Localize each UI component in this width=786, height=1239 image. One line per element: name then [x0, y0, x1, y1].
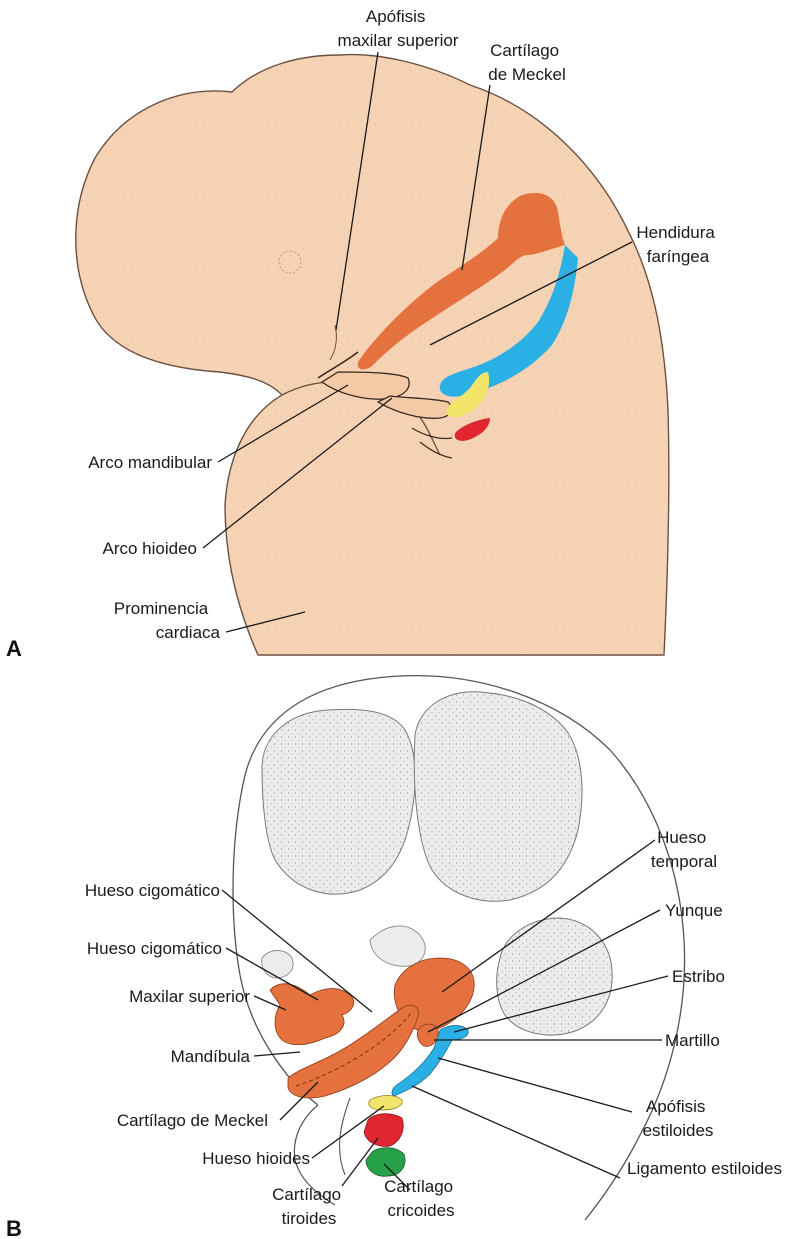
- label-cartilago-tiroides: Cartílago tiroides: [272, 1185, 346, 1228]
- zygomatic-maxilla-bone: [270, 984, 354, 1045]
- label-martillo: Martillo: [665, 1031, 720, 1050]
- panel-a: A Apófisis maxilar superior Cartílago de…: [6, 7, 720, 661]
- label-cartilago-meckel-b: Cartílago de Meckel: [117, 1111, 268, 1130]
- label-arco-hioideo: Arco hioideo: [102, 539, 197, 558]
- label-apofisis-estiloides: Apófisis estiloides: [643, 1097, 714, 1140]
- panel-letter-a: A: [6, 636, 22, 661]
- label-mandibula: Mandíbula: [171, 1047, 251, 1066]
- thyroid-cartilage: [364, 1114, 403, 1147]
- label-prominencia-cardiaca: Prominencia cardiaca: [114, 599, 221, 642]
- panel-letter-b: B: [6, 1216, 22, 1239]
- panel-b: B Hueso temporal Hueso cigomático Yunque…: [6, 676, 782, 1239]
- label-hueso-cigomatico-2: Hueso cigomático: [87, 939, 222, 958]
- hyoid-bone: [369, 1096, 403, 1111]
- label-cartilago-cricoides: Cartílago cricoides: [384, 1177, 458, 1220]
- label-hendidura-faringea: Hendidura faríngea: [636, 223, 719, 266]
- sphenoid-area: [370, 926, 425, 966]
- label-hueso-cigomatico-1: Hueso cigomático: [85, 881, 220, 900]
- label-hueso-temporal: Hueso temporal: [651, 828, 717, 871]
- label-cartilago-meckel-a: Cartílago de Meckel: [488, 41, 565, 84]
- cricoid-cartilage: [366, 1148, 405, 1177]
- label-maxilar-superior: Maxilar superior: [129, 987, 250, 1006]
- label-apofisis-maxilar: Apófisis maxilar superior: [338, 7, 459, 50]
- label-arco-mandibular: Arco mandibular: [88, 453, 212, 472]
- label-estribo: Estribo: [672, 967, 725, 986]
- label-hueso-hioides: Hueso hioides: [202, 1149, 310, 1168]
- incus-malleus: [417, 1024, 438, 1046]
- label-yunque: Yunque: [665, 901, 723, 920]
- label-ligamento-estiloides: Ligamento estiloides: [627, 1159, 782, 1178]
